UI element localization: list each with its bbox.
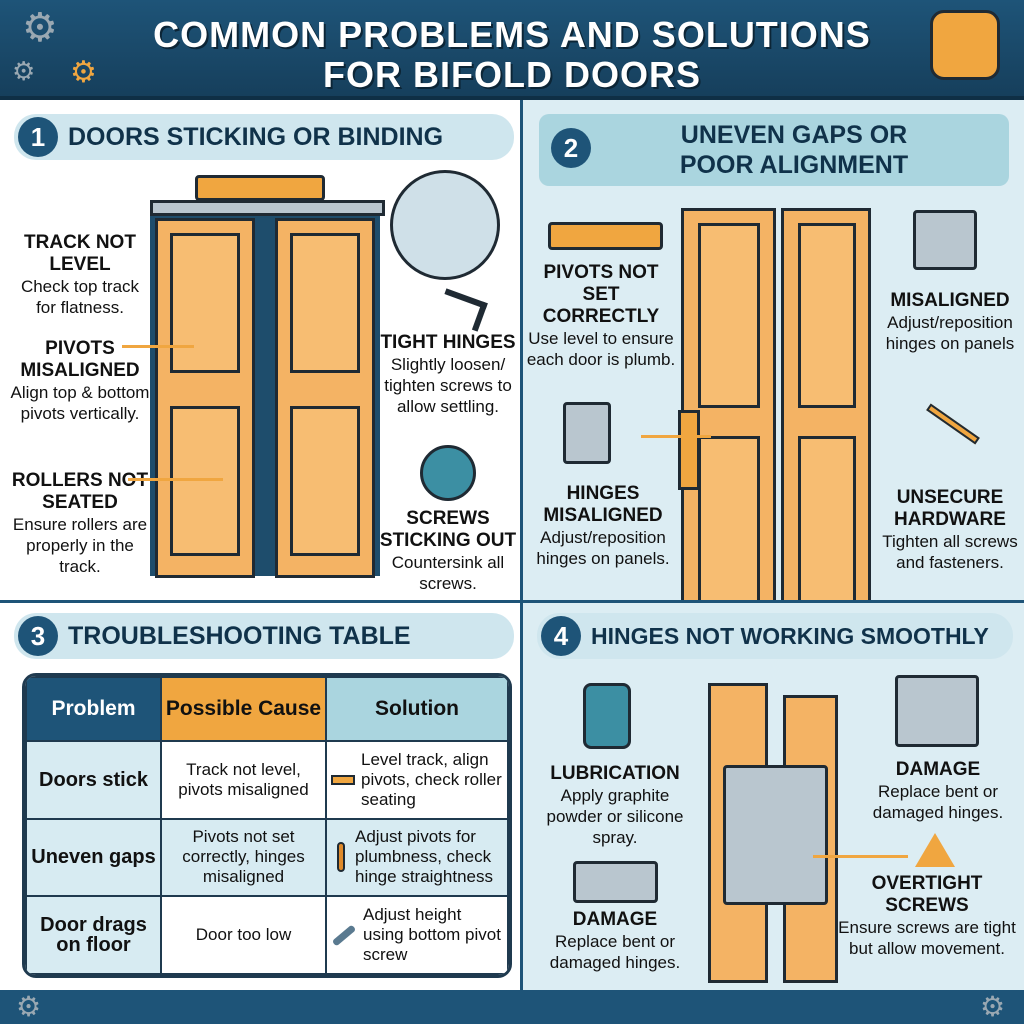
cell-solution: Adjust height using bottom pivot screw — [325, 895, 509, 975]
cell-problem: Uneven gaps — [25, 817, 162, 898]
hinge-icon — [913, 210, 977, 270]
column-header-solution: Solution — [325, 676, 509, 742]
section-doors-sticking: 1 DOORS STICKING OR BINDING TRACK NOT LE… — [0, 100, 520, 600]
gear-icon: ⚙ — [70, 56, 97, 89]
gear-icon: ⚙ — [16, 991, 42, 1022]
door-panel-left — [155, 218, 255, 578]
cell-solution: Level track, align pivots, check roller … — [325, 740, 509, 820]
door-panel-right — [275, 218, 375, 578]
screwdriver-icon — [337, 842, 345, 873]
cell-solution: Adjust pivots for plumbness, check hinge… — [325, 817, 509, 898]
screw-icon — [420, 445, 476, 501]
section-title: TROUBLESHOOTING TABLE — [68, 621, 411, 650]
section-title-line2: POOR ALIGNMENT — [679, 151, 909, 179]
section-uneven-gaps: 2 UNEVEN GAPS OR POOR ALIGNMENT PIVOTS N… — [520, 100, 1024, 623]
door-panel-right — [781, 208, 871, 623]
section-number: 2 — [551, 128, 591, 168]
section-header: 4 HINGES NOT WORKING SMOOTHLY — [537, 613, 1013, 659]
allen-key-icon — [436, 288, 488, 332]
section-header: 3 TROUBLESHOOTING TABLE — [14, 613, 514, 659]
footer-strip: ⚙ ⚙ — [0, 990, 1024, 1024]
troubleshooting-table: Problem Possible Cause Solution Doors st… — [22, 673, 512, 978]
table-row: Doors stick Track not level, pivots misa… — [25, 740, 509, 820]
level-icon — [195, 175, 325, 201]
spray-can-icon — [583, 683, 631, 749]
cell-cause: Door too low — [160, 895, 327, 975]
page-title-line1: COMMON PROBLEMS AND SOLUTIONS — [153, 14, 871, 55]
gear-icon: ⚙ — [980, 991, 1006, 1022]
table-row: Door drags on floor Door too low Adjust … — [25, 895, 509, 975]
section-title-line1: UNEVEN GAPS OR — [680, 121, 908, 149]
level-icon — [548, 222, 663, 250]
level-icon — [331, 774, 355, 785]
roller-detail-icon — [390, 170, 500, 280]
hinge-icon — [723, 765, 828, 905]
vertical-level-icon — [678, 410, 700, 490]
gear-icon: ⚙ — [12, 56, 36, 86]
cell-cause: Pivots not set correctly, hinges misalig… — [160, 817, 327, 898]
section-title: HINGES NOT WORKING SMOOTHLY — [591, 622, 989, 649]
cell-cause: Track not level, pivots misaligned — [160, 740, 327, 820]
hinge-icon — [563, 402, 611, 464]
section-title: DOORS STICKING OR BINDING — [68, 122, 444, 151]
arrow-icon — [813, 855, 908, 858]
gear-icon: ⚙ — [22, 6, 58, 50]
damaged-hinge-icon — [895, 675, 979, 747]
tape-measure-icon — [930, 10, 1000, 80]
screwdriver-hand-icon — [926, 403, 980, 445]
section-number: 1 — [18, 117, 58, 157]
section-header: 2 UNEVEN GAPS OR POOR ALIGNMENT — [539, 114, 1009, 186]
column-header-problem: Problem — [25, 676, 162, 742]
section-hinges: 4 HINGES NOT WORKING SMOOTHLY LUBRICATIO… — [520, 600, 1024, 990]
broken-hinge-icon — [573, 861, 658, 903]
cell-problem: Door drags on floor — [25, 895, 162, 975]
header-banner: ⚙ ⚙ ⚙ COMMON PROBLEMS AND SOLUTIONS FOR … — [0, 0, 1024, 100]
warning-icon — [915, 833, 955, 867]
cell-problem: Doors stick — [25, 740, 162, 820]
column-header-cause: Possible Cause — [160, 676, 327, 742]
table-header-row: Problem Possible Cause Solution — [25, 676, 509, 742]
page-title-line2: FOR BIFOLD DOORS — [323, 54, 701, 95]
section-number: 3 — [18, 616, 58, 656]
top-track — [150, 200, 385, 216]
table-row: Uneven gaps Pivots not set correctly, hi… — [25, 817, 509, 898]
wrench-icon — [331, 924, 357, 947]
section-number: 4 — [541, 616, 581, 656]
arrow-icon — [641, 435, 711, 438]
section-troubleshooting-table: 3 TROUBLESHOOTING TABLE Problem Possible… — [0, 600, 520, 990]
arrow-icon — [122, 345, 194, 348]
arrow-icon — [128, 478, 223, 481]
section-header: 1 DOORS STICKING OR BINDING — [14, 114, 514, 160]
